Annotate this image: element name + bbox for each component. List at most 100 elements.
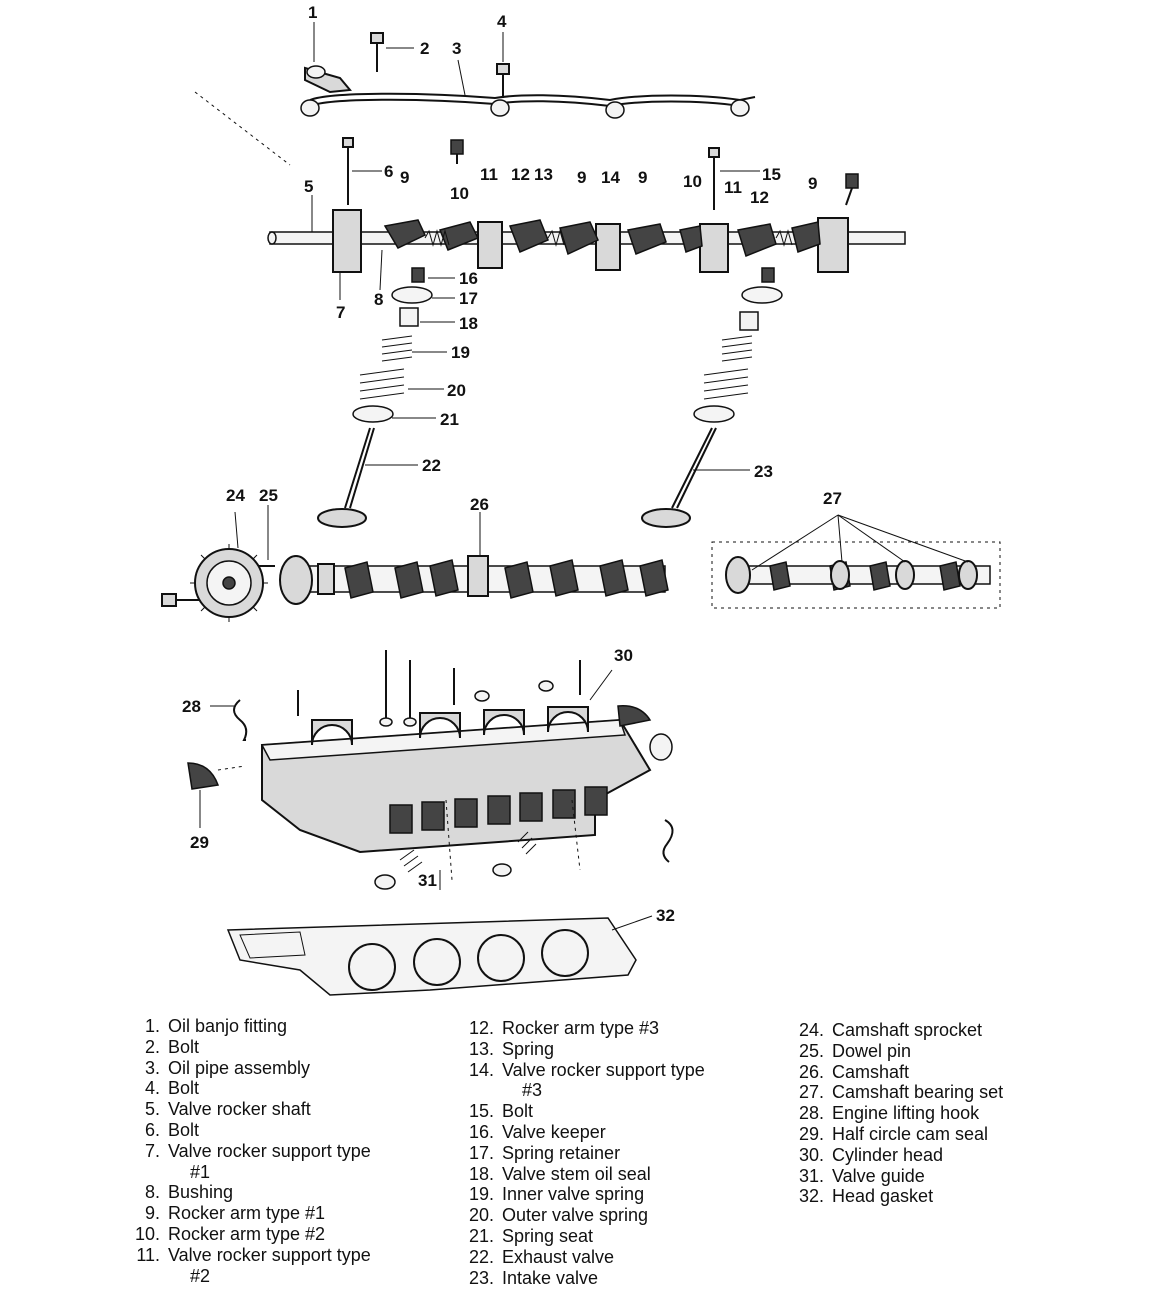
legend-item: 4.Bolt [128,1078,428,1099]
legend-number: 14. [468,1059,494,1080]
legend-text: Intake valve [502,1267,599,1288]
legend-item: 16. Valve keeper [462,1122,752,1143]
legend-number: 9. [144,1203,160,1224]
callout-10b: 10 [683,172,702,191]
callout-17: 17 [459,289,478,308]
callout-15: 15 [762,165,781,184]
callout-21: 21 [440,410,459,429]
callout-31: 31 [418,871,437,890]
legend-text: Camshaft bearing set [832,1082,1004,1103]
legend-text-continuation: #1 [190,1161,211,1182]
legend-number: 18. [468,1163,494,1184]
legend-item: 1.Oil banjo fitting [128,1016,428,1037]
legend-item: 32.Head gasket [790,1186,1090,1207]
legend-text: Oil banjo fitting [168,1016,288,1036]
legend-item: 28.Engine lifting hook [790,1103,1090,1124]
callout-4: 4 [497,12,507,31]
legend-item: 17. Spring retainer [462,1143,752,1164]
legend-item: 14. Valve rocker support type [462,1060,752,1081]
exploded-view-diagram: 1 2 3 4 5 6 7 8 9 10 11 12 13 9 14 9 10 … [161,3,1001,996]
callout-2: 2 [420,39,429,58]
legend-text: Half circle cam seal [832,1123,989,1144]
legend-text: Valve rocker support type [168,1140,371,1161]
legend-number: 17. [468,1142,494,1163]
legend-item: 8. Bushing [128,1182,428,1203]
legend-text: Rocker arm type #1 [168,1203,326,1224]
callout-16: 16 [459,269,478,288]
legend-item: 2.Bolt [128,1037,428,1058]
legend-text: Bolt [168,1119,200,1140]
legend-number: 26. [798,1061,824,1082]
callout-11b: 11 [724,178,742,197]
legend-text: Spring retainer [502,1142,621,1163]
callout-20: 20 [447,381,466,400]
callout-30: 30 [614,646,633,665]
legend-text: Rocker arm type #2 [168,1223,326,1244]
legend-number: 16. [468,1121,494,1142]
legend-item: 23. Intake valve [462,1268,752,1289]
legend-text: Outer valve spring [502,1205,649,1226]
legend-number: 27. [798,1082,824,1103]
camshaft-drawing [161,514,1001,622]
callout-9c: 9 [638,168,647,187]
callout-3: 3 [452,39,461,58]
legend-text: Spring [502,1038,555,1059]
legend-item: 12.Rocker arm type #3 [462,1018,752,1039]
legend-number: 3. [144,1057,160,1078]
legend-number: 22. [468,1246,494,1267]
legend-item: 13. Spring [462,1039,752,1060]
legend-text: Valve rocker support type [168,1244,371,1265]
legend-number: 31. [798,1165,824,1186]
legend-number: 5. [144,1099,160,1120]
legend-item: 31.Valve guide [790,1166,1090,1187]
legend-text: Spring seat [502,1225,594,1246]
legend-text-continuation: #2 [190,1265,211,1286]
callout-22: 22 [422,456,441,475]
legend-item: 3.Oil pipe assembly [128,1058,428,1079]
callout-9d: 9 [808,174,817,193]
legend-item: 5.Valve rocker shaft [128,1099,428,1120]
legend-item: 27. Camshaft bearing set [790,1082,1090,1103]
callout-24: 24 [226,486,245,505]
legend-number: 21. [468,1225,494,1246]
callout-11a: 11 [480,165,498,184]
legend-text: Rocker arm type #3 [502,1018,660,1038]
legend-text-continuation: #3 [522,1080,543,1101]
legend-number: 24. [798,1020,824,1040]
callout-27: 27 [823,489,842,508]
legend-number: 28. [798,1103,824,1124]
callout-26: 26 [470,495,489,514]
callout-13: 13 [534,165,553,184]
legend-text: Dowel pin [832,1040,912,1061]
callout-23: 23 [754,462,773,481]
legend-item: 20.Outer valve spring [462,1205,752,1226]
legend-number: 25. [798,1040,824,1061]
callout-25: 25 [259,486,278,505]
legend-number: 23. [468,1267,494,1288]
callout-10a: 10 [450,184,469,203]
legend-item: 15.Bolt [462,1101,752,1122]
legend-item: 22.Exhaust valve [462,1247,752,1268]
legend-number: 4. [144,1078,160,1099]
legend-text: Valve keeper [502,1121,606,1142]
legend-item: 29.Half circle cam seal [790,1124,1090,1145]
callout-29: 29 [190,833,209,852]
legend-item: 26.Camshaft [790,1062,1090,1083]
legend-text: Valve rocker support type [502,1059,705,1080]
legend-number: 2. [144,1036,160,1057]
legend-number: 32. [798,1186,824,1207]
legend-item: 30.Cylinder head [790,1145,1090,1166]
legend-number: 8. [144,1182,160,1203]
legend-item: 25. Dowel pin [790,1041,1090,1062]
legend-item: 7.Valve rocker support type [128,1141,428,1162]
legend-text: Bushing [168,1182,234,1203]
legend-text: Inner valve spring [502,1184,645,1205]
legend-number: 13. [468,1038,494,1059]
callout-12b: 12 [750,188,769,207]
legend-number: 19. [468,1184,494,1205]
legend-text: Camshaft sprocket [832,1020,983,1040]
legend-item: 24. Camshaft sprocket [790,1020,1090,1041]
callout-8: 8 [374,290,383,309]
